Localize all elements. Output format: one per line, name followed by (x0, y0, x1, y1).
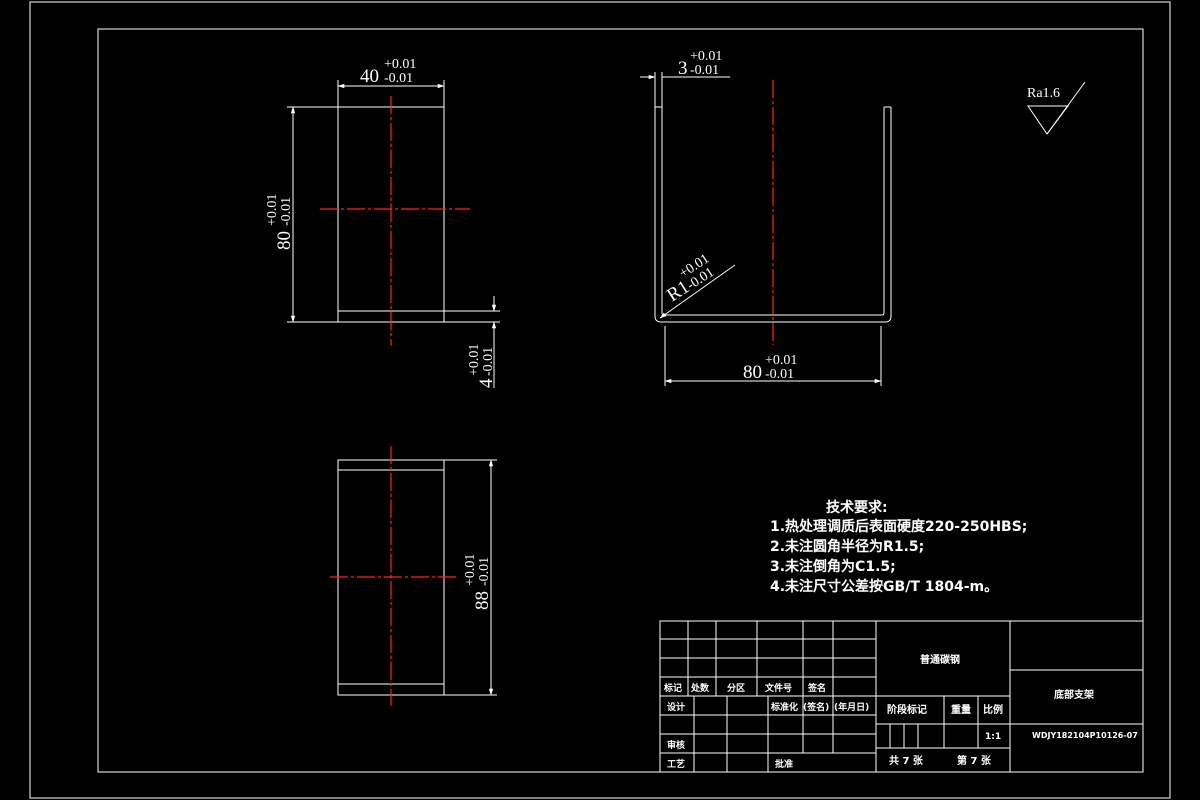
roughness-symbol: Ra1.6 (1027, 81, 1086, 135)
tb-scale: 比例 (983, 703, 1003, 716)
tb-part-name: 底部支架 (1054, 688, 1094, 701)
dim-wall-thick-base: 3 (678, 58, 688, 79)
tb-drawing-no: WDJY182104P10126-07 (1032, 731, 1138, 740)
u-profile-outer (654, 107, 892, 323)
dim-small-thick-lower: -0.01 (481, 347, 496, 376)
dim-left-height-lower: -0.01 (279, 197, 294, 226)
tb-standardize: 标准化 (770, 701, 798, 713)
note-4: 4.未注尺寸公差按GB/T 1804-m。 (770, 578, 998, 595)
tb-date: (年月日) (834, 701, 869, 713)
tb-mark: 标记 (663, 682, 682, 694)
tb-sheets-total: 共 7 张 (889, 754, 924, 767)
note-2: 2.未注圆角半径为R1.5; (770, 538, 924, 555)
tb-material: 普通碳钢 (920, 653, 960, 666)
tb-weight: 重量 (951, 703, 971, 716)
tb-sheet-no: 第 7 张 (957, 754, 992, 767)
dim-lower-height-lower: -0.01 (477, 557, 492, 586)
dim-small-thick-base: 4 (476, 378, 497, 388)
roughness-label: Ra1.6 (1027, 86, 1060, 101)
dim-left-height-base: 80 (274, 231, 295, 250)
dim-bottom-width-lower: -0.01 (765, 367, 794, 382)
view-front-lower: 88 +0.01 -0.01 (330, 446, 497, 706)
outer-sheet-border (29, 1, 1171, 799)
dim-bottom-width-upper: +0.01 (765, 353, 797, 368)
dim-left-height-upper: +0.01 (265, 194, 280, 226)
dim-bottom-width-base: 80 (743, 362, 762, 383)
dim-top-width-upper: +0.01 (384, 57, 416, 72)
tb-sign: 签名 (807, 682, 826, 694)
view-u-section: 3 +0.01 -0.01 R1 +0.01 -0.01 80 +0.01 -0… (640, 49, 892, 386)
tb-process: 工艺 (667, 758, 685, 770)
tb-zone: 分区 (727, 682, 745, 694)
dim-wall-thick-upper: +0.01 (690, 49, 722, 64)
technical-requirements: 技术要求: 1.热处理调质后表面硬度220-250HBS; 2.未注圆角半径为R… (770, 499, 1027, 595)
title-block: 标记 处数 分区 文件号 签名 设计 标准化 (签名) (年月日) 审核 工艺 … (659, 620, 1144, 773)
notes-heading: 技术要求: (826, 499, 888, 516)
dim-top-width-lower: -0.01 (384, 71, 413, 86)
tb-review: 审核 (667, 739, 685, 751)
tb-scale-value: 1:1 (985, 732, 1001, 742)
tb-stage-mark: 阶段标记 (887, 703, 927, 716)
tb-count: 处数 (690, 682, 710, 694)
note-3: 3.未注倒角为C1.5; (770, 558, 896, 575)
dim-small-thick-upper: +0.01 (467, 344, 482, 376)
tb-doc-no: 文件号 (764, 682, 792, 694)
dim-wall-thick-lower: -0.01 (690, 63, 719, 78)
dim-top-width-base: 40 (360, 66, 379, 87)
view-front-upper: 40 +0.01 -0.01 80 +0.01 -0.01 4 +0.01 -0… (265, 57, 500, 388)
dim-lower-height-base: 88 (472, 591, 493, 610)
tb-design: 设计 (667, 701, 685, 713)
tb-sign2: (签名) (803, 701, 829, 713)
note-1: 1.热处理调质后表面硬度220-250HBS; (770, 518, 1027, 535)
inner-drawing-frame (97, 28, 1144, 773)
tb-approve: 批准 (775, 758, 793, 770)
dim-lower-height-upper: +0.01 (463, 554, 478, 586)
